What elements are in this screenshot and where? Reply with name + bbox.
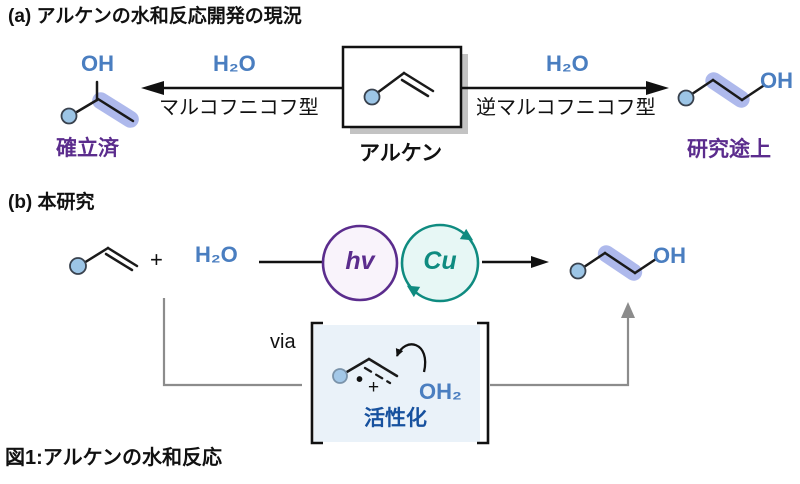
a-right-arrow-label: 逆マルコフニコフ型: [476, 97, 656, 119]
via-route-left: [162, 298, 302, 387]
cycle-arrowhead: [459, 228, 474, 241]
a-left-status: 確立済: [56, 137, 119, 160]
copper-cycle-circle: [400, 223, 480, 303]
intermediate-water-label: OH₂: [419, 379, 462, 404]
substituent-ball: [363, 88, 381, 106]
cu-label: Cu: [423, 247, 457, 275]
substituent-ball: [60, 107, 78, 125]
a-left-oh-label: OH: [81, 51, 114, 76]
a-left-reagent: H₂O: [213, 51, 256, 76]
hv-label: hv: [345, 247, 375, 275]
a-right-reagent: H₂O: [546, 51, 589, 76]
alkene-box: [341, 45, 468, 134]
section-a-title: (a) アルケンの水和反応開発の現況: [8, 6, 302, 27]
left-bracket: [310, 321, 323, 445]
photocatalysis-circle: [321, 224, 399, 302]
b-product-arrow: [482, 256, 549, 268]
substituent-ball: [69, 257, 87, 275]
alkene-label: アルケン: [359, 142, 443, 165]
section-b-title: (b) 本研究: [8, 192, 95, 213]
cation-plus: +: [368, 377, 380, 398]
radical-dot: •: [356, 369, 364, 391]
substituent-ball: [677, 89, 695, 107]
via-label: via: [270, 331, 296, 353]
figure-caption: 図1:アルケンの水和反応: [5, 447, 222, 469]
a-right-status: 研究途上: [687, 138, 771, 161]
right-bracket: [477, 321, 490, 445]
substituent-ball: [569, 262, 587, 280]
b-product-oh-label: OH: [653, 243, 686, 268]
b-alkene-structure: [69, 246, 139, 275]
substituent-ball: [332, 368, 348, 384]
cycle-arrowhead: [406, 285, 421, 298]
b-product-structure: [569, 245, 658, 281]
via-intermediate-box: [310, 321, 490, 445]
curved-arrow: [395, 343, 427, 373]
a-left-arrow-label: マルコフニコフ型: [159, 97, 319, 119]
b-plus-sign: +: [150, 247, 163, 272]
anti-markovnikov-arrow: [462, 81, 669, 95]
activation-label: 活性化: [364, 407, 427, 430]
a-right-oh-label: OH: [760, 68, 793, 93]
markovnikov-product-structure: [60, 80, 139, 128]
via-route-right-arrow: [490, 302, 635, 387]
markovnikov-arrow: [141, 81, 345, 95]
anti-markovnikov-product-structure: [677, 72, 765, 108]
b-reagent: H₂O: [195, 242, 238, 267]
